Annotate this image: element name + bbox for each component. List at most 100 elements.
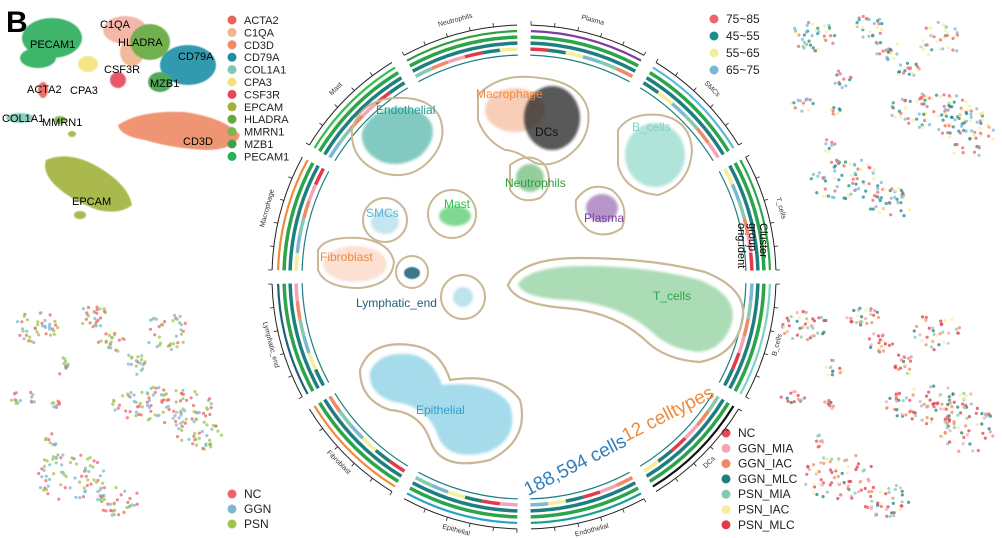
umap-point — [903, 363, 907, 367]
umap-point — [918, 333, 922, 337]
ring-tick — [273, 330, 278, 332]
umap-point — [867, 34, 871, 38]
umap-point — [837, 107, 841, 111]
umap-point — [881, 349, 886, 353]
umap-point — [56, 326, 60, 330]
group-legend-item: GGN — [227, 502, 271, 516]
umap-point — [127, 353, 131, 357]
umap-point — [94, 324, 98, 328]
umap-point — [147, 399, 152, 403]
ring-track-segment — [565, 51, 584, 59]
ring-axis-arc — [403, 24, 518, 56]
umap-point — [884, 201, 888, 206]
umap-point — [828, 404, 832, 408]
umap-point — [817, 433, 822, 437]
umap-point — [960, 402, 965, 406]
umap-point — [40, 324, 45, 328]
umap-point — [861, 195, 865, 199]
ring-track-segment — [648, 401, 730, 483]
umap-point — [876, 184, 880, 188]
umap-point — [979, 131, 983, 135]
cluster-outline-b-cells — [617, 113, 694, 197]
ring-inner-arc — [530, 54, 630, 83]
umap-point — [884, 48, 888, 52]
umap-point — [58, 372, 62, 376]
ring-track-segment — [464, 51, 483, 59]
ring-track-segment — [730, 183, 741, 202]
group-legend-item: NC — [227, 487, 262, 501]
umap-point — [939, 407, 943, 411]
ring-track-segment — [648, 71, 730, 153]
umap-point — [889, 213, 893, 217]
ring-track-segment — [733, 162, 766, 271]
umap-point — [145, 400, 149, 404]
central-cluster-umap: Endothelial Macrophage DCs B_cells Neutr… — [317, 75, 745, 465]
ring-axis-arc — [403, 498, 518, 530]
umap-point — [894, 397, 899, 401]
umap-point — [78, 480, 82, 484]
umap-point — [828, 483, 832, 487]
umap-point — [874, 205, 878, 209]
umap-point — [48, 441, 52, 445]
umap-point — [91, 465, 95, 469]
umap-point — [893, 487, 898, 491]
age-legend-label: 75~85 — [726, 12, 760, 26]
umap-point — [876, 19, 880, 23]
umap-point — [134, 410, 139, 414]
umap-point — [96, 340, 101, 344]
umap-point — [139, 368, 143, 372]
umap-point — [904, 396, 909, 400]
group-legend-label: GGN — [244, 502, 271, 516]
umap-point — [851, 181, 855, 185]
umap-point — [874, 512, 878, 516]
umap-point — [59, 483, 63, 487]
ring-track-segment — [748, 252, 754, 271]
marker-umap-plot: PECAM1 C1QA HLADRA CD79A CSF3R ACTA2 CPA… — [2, 16, 240, 219]
umap-point — [24, 333, 29, 337]
ring-track-segment — [318, 71, 400, 153]
umap-point — [96, 498, 100, 502]
ring-inner-arc — [301, 171, 330, 271]
umap-point — [56, 399, 60, 403]
umap-point — [804, 30, 809, 34]
umap-point — [878, 490, 882, 494]
umap-point — [48, 463, 52, 467]
umap-point — [817, 171, 822, 175]
ring-axis-arc — [271, 283, 303, 398]
umap-point — [905, 61, 910, 65]
umap-point — [960, 98, 965, 102]
ring-track-segment — [547, 499, 567, 506]
umap-point — [42, 458, 47, 462]
umap-point — [197, 431, 201, 435]
umap-point — [174, 400, 178, 404]
umap-point — [902, 214, 906, 218]
umap-point — [931, 329, 935, 333]
umap-point — [826, 194, 831, 198]
umap-point — [927, 326, 931, 330]
ring-track-segment — [582, 55, 601, 64]
umap-point — [947, 104, 951, 108]
umap-point — [805, 42, 809, 47]
umap-point — [822, 34, 826, 38]
umap-point — [911, 410, 916, 414]
umap-point — [830, 373, 835, 377]
umap-point — [66, 362, 70, 366]
marker-legend-item: CD3D — [227, 40, 274, 52]
umap-point — [176, 341, 180, 345]
umap-point — [885, 55, 889, 59]
umap-point — [945, 426, 950, 430]
marker-legend-item: ACTA2 — [227, 15, 279, 27]
umap-point — [894, 392, 898, 396]
umap-point — [969, 392, 973, 396]
ring-track-segment — [652, 66, 735, 149]
marker-legend-swatch — [227, 40, 237, 50]
umap-point — [779, 395, 783, 399]
cluster-outline-mast — [427, 189, 477, 239]
umap-point — [126, 500, 130, 504]
umap-point — [826, 373, 830, 377]
umap-point — [48, 333, 53, 337]
ring-track-segment — [706, 395, 720, 413]
ring-tick — [305, 142, 310, 146]
umap-point — [145, 391, 149, 395]
